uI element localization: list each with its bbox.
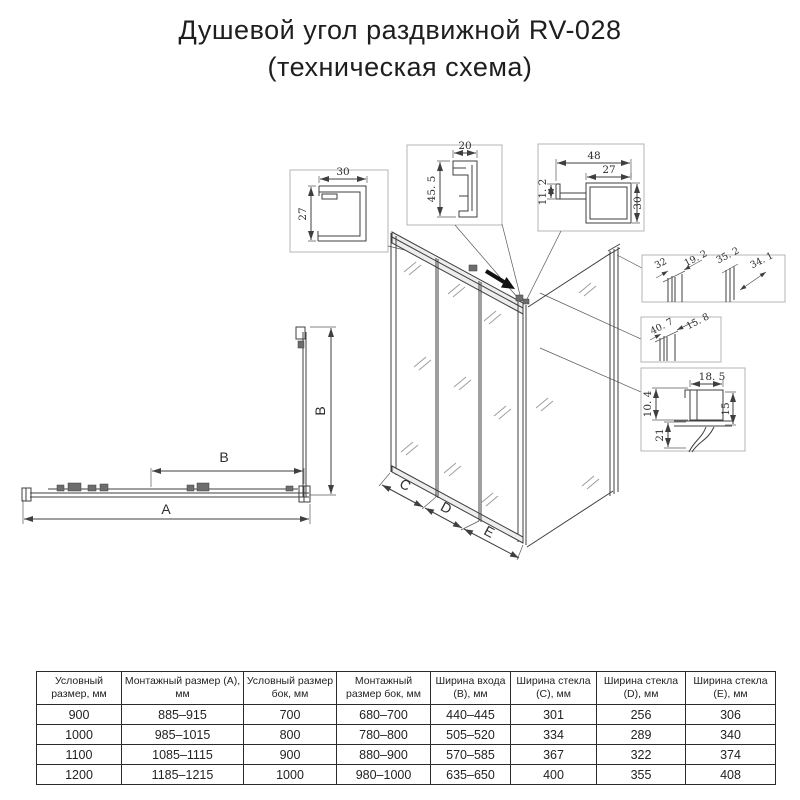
detail-top-rail-profile: 20 45. 5 [406, 140, 503, 226]
main-enclosure-drawing: C D E [378, 223, 643, 561]
cell: 1000 [36, 724, 122, 746]
cell: 289 [596, 724, 686, 746]
cell: 1185–1215 [121, 764, 244, 786]
dim-wall-inner-width: 27 [602, 164, 615, 176]
dim-door-frame-width: 30 [336, 166, 349, 178]
dim-wall-mid-2: 15. 8 [685, 311, 712, 332]
size-spec-table: Условный размер, мм Монтажный размер (А)… [36, 670, 776, 786]
label-glass-d: D [438, 498, 454, 517]
cell: 780–800 [336, 724, 431, 746]
detail-wall-bracket-profile: 48 27 11. 2 30 [537, 143, 645, 232]
plan-view: B B A [21, 326, 336, 524]
dim-wall-hook-height: 11. 2 [537, 179, 549, 206]
table-row: 1100 1085–1115 900 880–900 570–585 367 3… [36, 744, 776, 766]
cell: 985–1015 [121, 724, 244, 746]
cell: 980–1000 [336, 764, 431, 786]
technical-drawing: 30 27 20 45. 5 48 [21, 140, 786, 561]
cell: 367 [510, 744, 597, 766]
label-glass-c: C [397, 475, 413, 494]
cell: 680–700 [336, 704, 431, 726]
cell: 256 [596, 704, 686, 726]
col-header-entry-width-b: Ширина входа (B), мм [430, 670, 511, 706]
cell: 374 [685, 744, 776, 766]
dim-corner-3: 35. 2 [715, 245, 742, 266]
cell: 1085–1115 [121, 744, 244, 766]
detail-door-frame-profile: 30 27 [289, 166, 389, 253]
cell: 322 [596, 744, 686, 766]
page-title: Душевой угол раздвижной RV-028 (техничес… [0, 12, 800, 86]
cell: 334 [510, 724, 597, 746]
col-header-mounting-side: Монтажный размер бок, мм [336, 670, 431, 706]
col-header-glass-d: Ширина стекла (D), мм [596, 670, 686, 706]
cell: 505–520 [430, 724, 511, 746]
cell: 880–900 [336, 744, 431, 766]
cell: 635–650 [430, 764, 511, 786]
detail-bottom-rail: 10. 4 18. 5 15 21 [640, 367, 746, 453]
table-row: 1000 985–1015 800 780–800 505–520 334 28… [36, 724, 776, 746]
col-header-nominal-side: Условный размер бок, мм [243, 670, 337, 706]
dim-wall-height: 30 [632, 196, 644, 209]
detail-corner-top: 32 19. 2 35. 2 34. 1 [641, 245, 786, 303]
cell: 885–915 [121, 704, 244, 726]
dim-corner-4: 34. 1 [749, 250, 776, 271]
col-header-mounting-size-a: Монтажный размер (А), мм [121, 670, 244, 706]
cell: 1200 [36, 764, 122, 786]
cell: 355 [596, 764, 686, 786]
dim-wall-total-width: 48 [587, 150, 600, 162]
detail-wall-mid: 40. 7 15. 8 [640, 311, 722, 363]
table-header-row: Условный размер, мм Монтажный размер (А)… [36, 670, 776, 706]
dim-bottom-2: 18. 5 [699, 371, 726, 383]
cell: 408 [685, 764, 776, 786]
label-plan-b-side: B [312, 406, 328, 415]
cell: 440–445 [430, 704, 511, 726]
cell: 900 [36, 704, 122, 726]
label-plan-b-front: B [219, 449, 228, 465]
cell: 1000 [243, 764, 337, 786]
title-line-2: (техническая схема) [267, 52, 533, 82]
dim-corner-2: 19. 2 [683, 248, 710, 269]
title-line-1: Душевой угол раздвижной RV-028 [178, 15, 622, 45]
cell: 306 [685, 704, 776, 726]
cell: 700 [243, 704, 337, 726]
cell: 900 [243, 744, 337, 766]
col-header-glass-e: Ширина стекла (E), мм [685, 670, 776, 706]
dim-top-rail-height: 45. 5 [426, 176, 438, 203]
dim-bottom-3: 15 [720, 402, 732, 415]
table-row: 900 885–915 700 680–700 440–445 301 256 … [36, 704, 776, 726]
cell: 800 [243, 724, 337, 746]
dim-bottom-4: 21 [654, 428, 666, 441]
label-glass-e: E [481, 522, 497, 541]
label-plan-a: A [161, 501, 171, 517]
cell: 340 [685, 724, 776, 746]
dim-corner-1: 32 [653, 256, 669, 271]
cell: 570–585 [430, 744, 511, 766]
cell: 1100 [36, 744, 122, 766]
cell: 400 [510, 764, 597, 786]
table-row: 1200 1185–1215 1000 980–1000 635–650 400… [36, 764, 776, 786]
col-header-glass-c: Ширина стекла (C), мм [510, 670, 597, 706]
dim-bottom-1: 10. 4 [642, 390, 654, 417]
cell: 301 [510, 704, 597, 726]
dim-door-frame-height: 27 [297, 207, 309, 220]
col-header-nominal-size: Условный размер, мм [36, 670, 122, 706]
dim-top-rail-width: 20 [458, 140, 471, 152]
slide-direction-arrow-icon [484, 269, 515, 289]
